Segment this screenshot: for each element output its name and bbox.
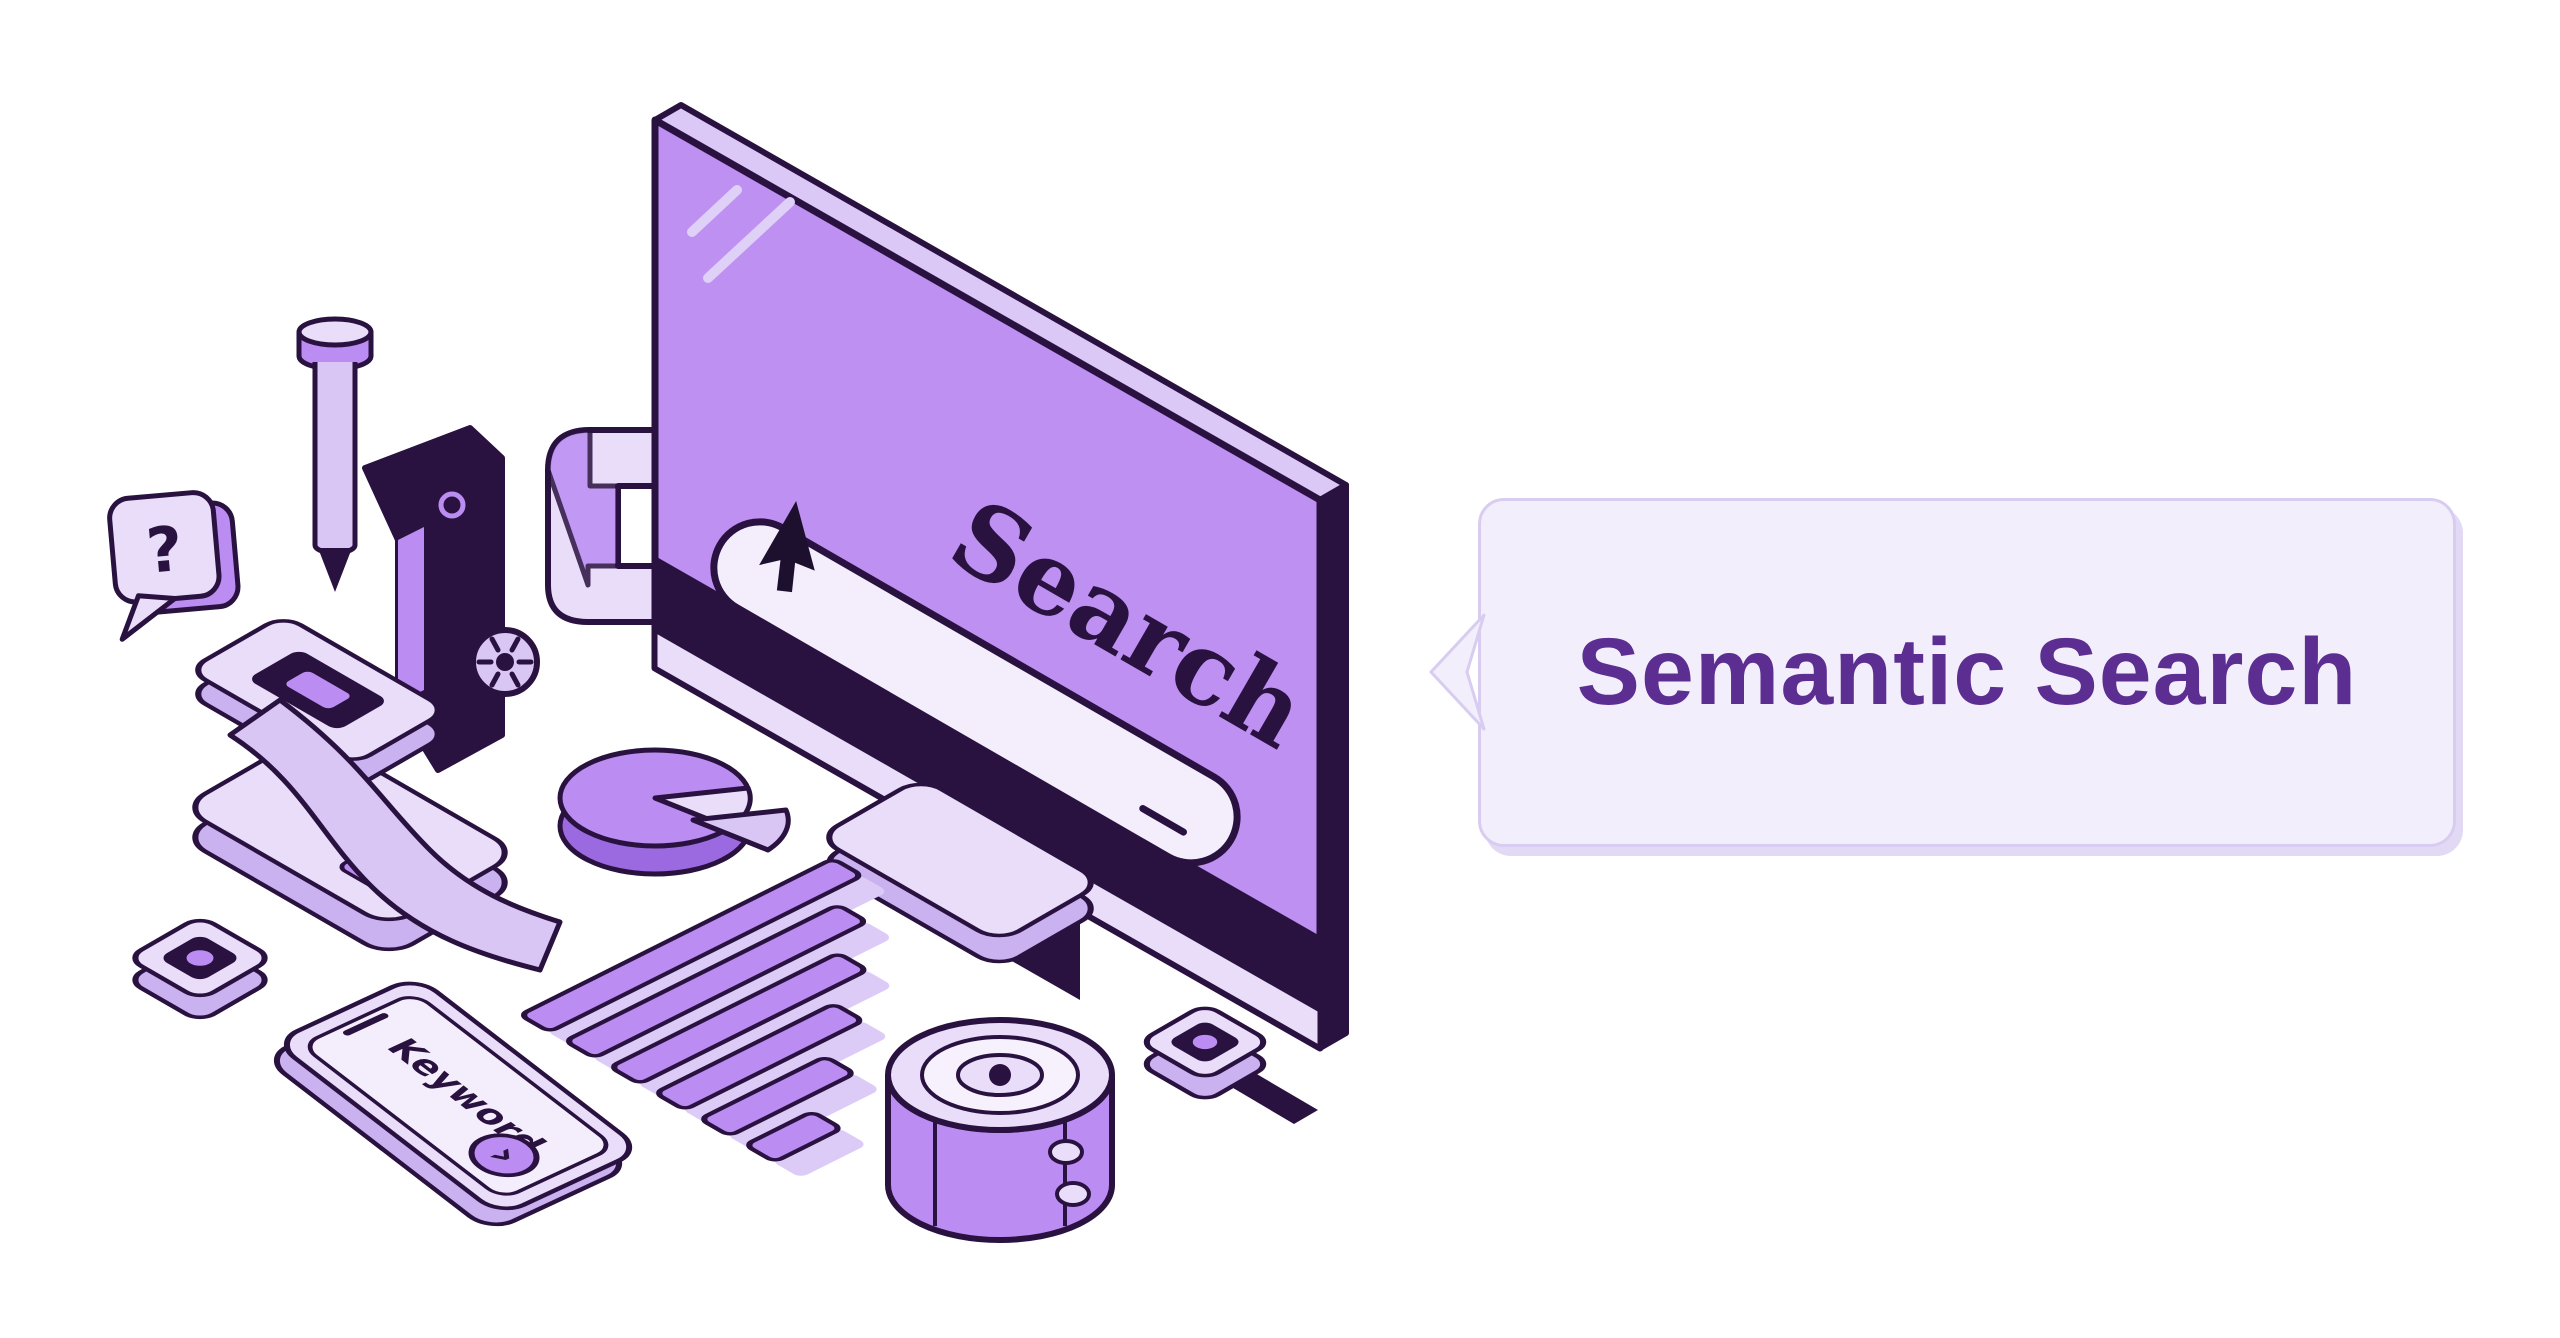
bar-shadow <box>775 1129 864 1176</box>
question-mark: ? <box>143 512 185 588</box>
pie-slice <box>690 807 791 853</box>
search-bar <box>710 518 1241 867</box>
question-bubble: ? <box>107 490 241 642</box>
bar <box>566 905 867 1058</box>
bar <box>656 1004 863 1110</box>
monitor-stand-base <box>826 782 1094 964</box>
focus-knob <box>470 627 540 697</box>
ribbon <box>227 697 563 973</box>
screen-reflection <box>703 197 795 283</box>
bar-chart <box>521 859 890 1176</box>
bar <box>611 953 867 1084</box>
bar <box>746 1112 841 1162</box>
cursor-arrow-icon <box>759 501 815 593</box>
lens-button <box>1048 1139 1084 1165</box>
lens-cylinder <box>885 1017 1115 1243</box>
callout-bubble: Semantic Search <box>1429 498 2456 847</box>
screen-reflection <box>687 185 742 237</box>
lens-center-dot <box>989 1064 1011 1086</box>
monitor: Search <box>651 102 1349 1124</box>
monitor-side-facet <box>1317 482 1349 1051</box>
callout-title: Semantic Search <box>1576 619 2358 725</box>
microscope-eyepiece <box>296 316 374 592</box>
bar <box>701 1056 854 1136</box>
keycap-left <box>132 918 268 1020</box>
microscope-arm-detail <box>438 491 466 519</box>
bar-shadow <box>595 922 890 1072</box>
microscope <box>192 316 563 973</box>
lens-button <box>1055 1181 1091 1207</box>
bar-shadow <box>685 1021 886 1124</box>
microscope-arm-highlight <box>398 527 424 703</box>
bar-shadow <box>640 971 890 1098</box>
microscope-objective <box>318 548 352 592</box>
keycap-right <box>1143 1006 1267 1100</box>
phone-submit-button <box>468 1133 540 1178</box>
bar-shadow <box>550 876 885 1046</box>
bar-shadow <box>730 1074 877 1150</box>
monitor-bottom-band <box>655 556 1320 1010</box>
callout-tail <box>1429 613 1486 731</box>
pie-chart <box>557 747 791 877</box>
phone-speaker <box>342 1013 389 1036</box>
text-caret-dash <box>1139 805 1187 836</box>
bar <box>521 859 862 1032</box>
question-bubble-tail <box>119 593 178 642</box>
